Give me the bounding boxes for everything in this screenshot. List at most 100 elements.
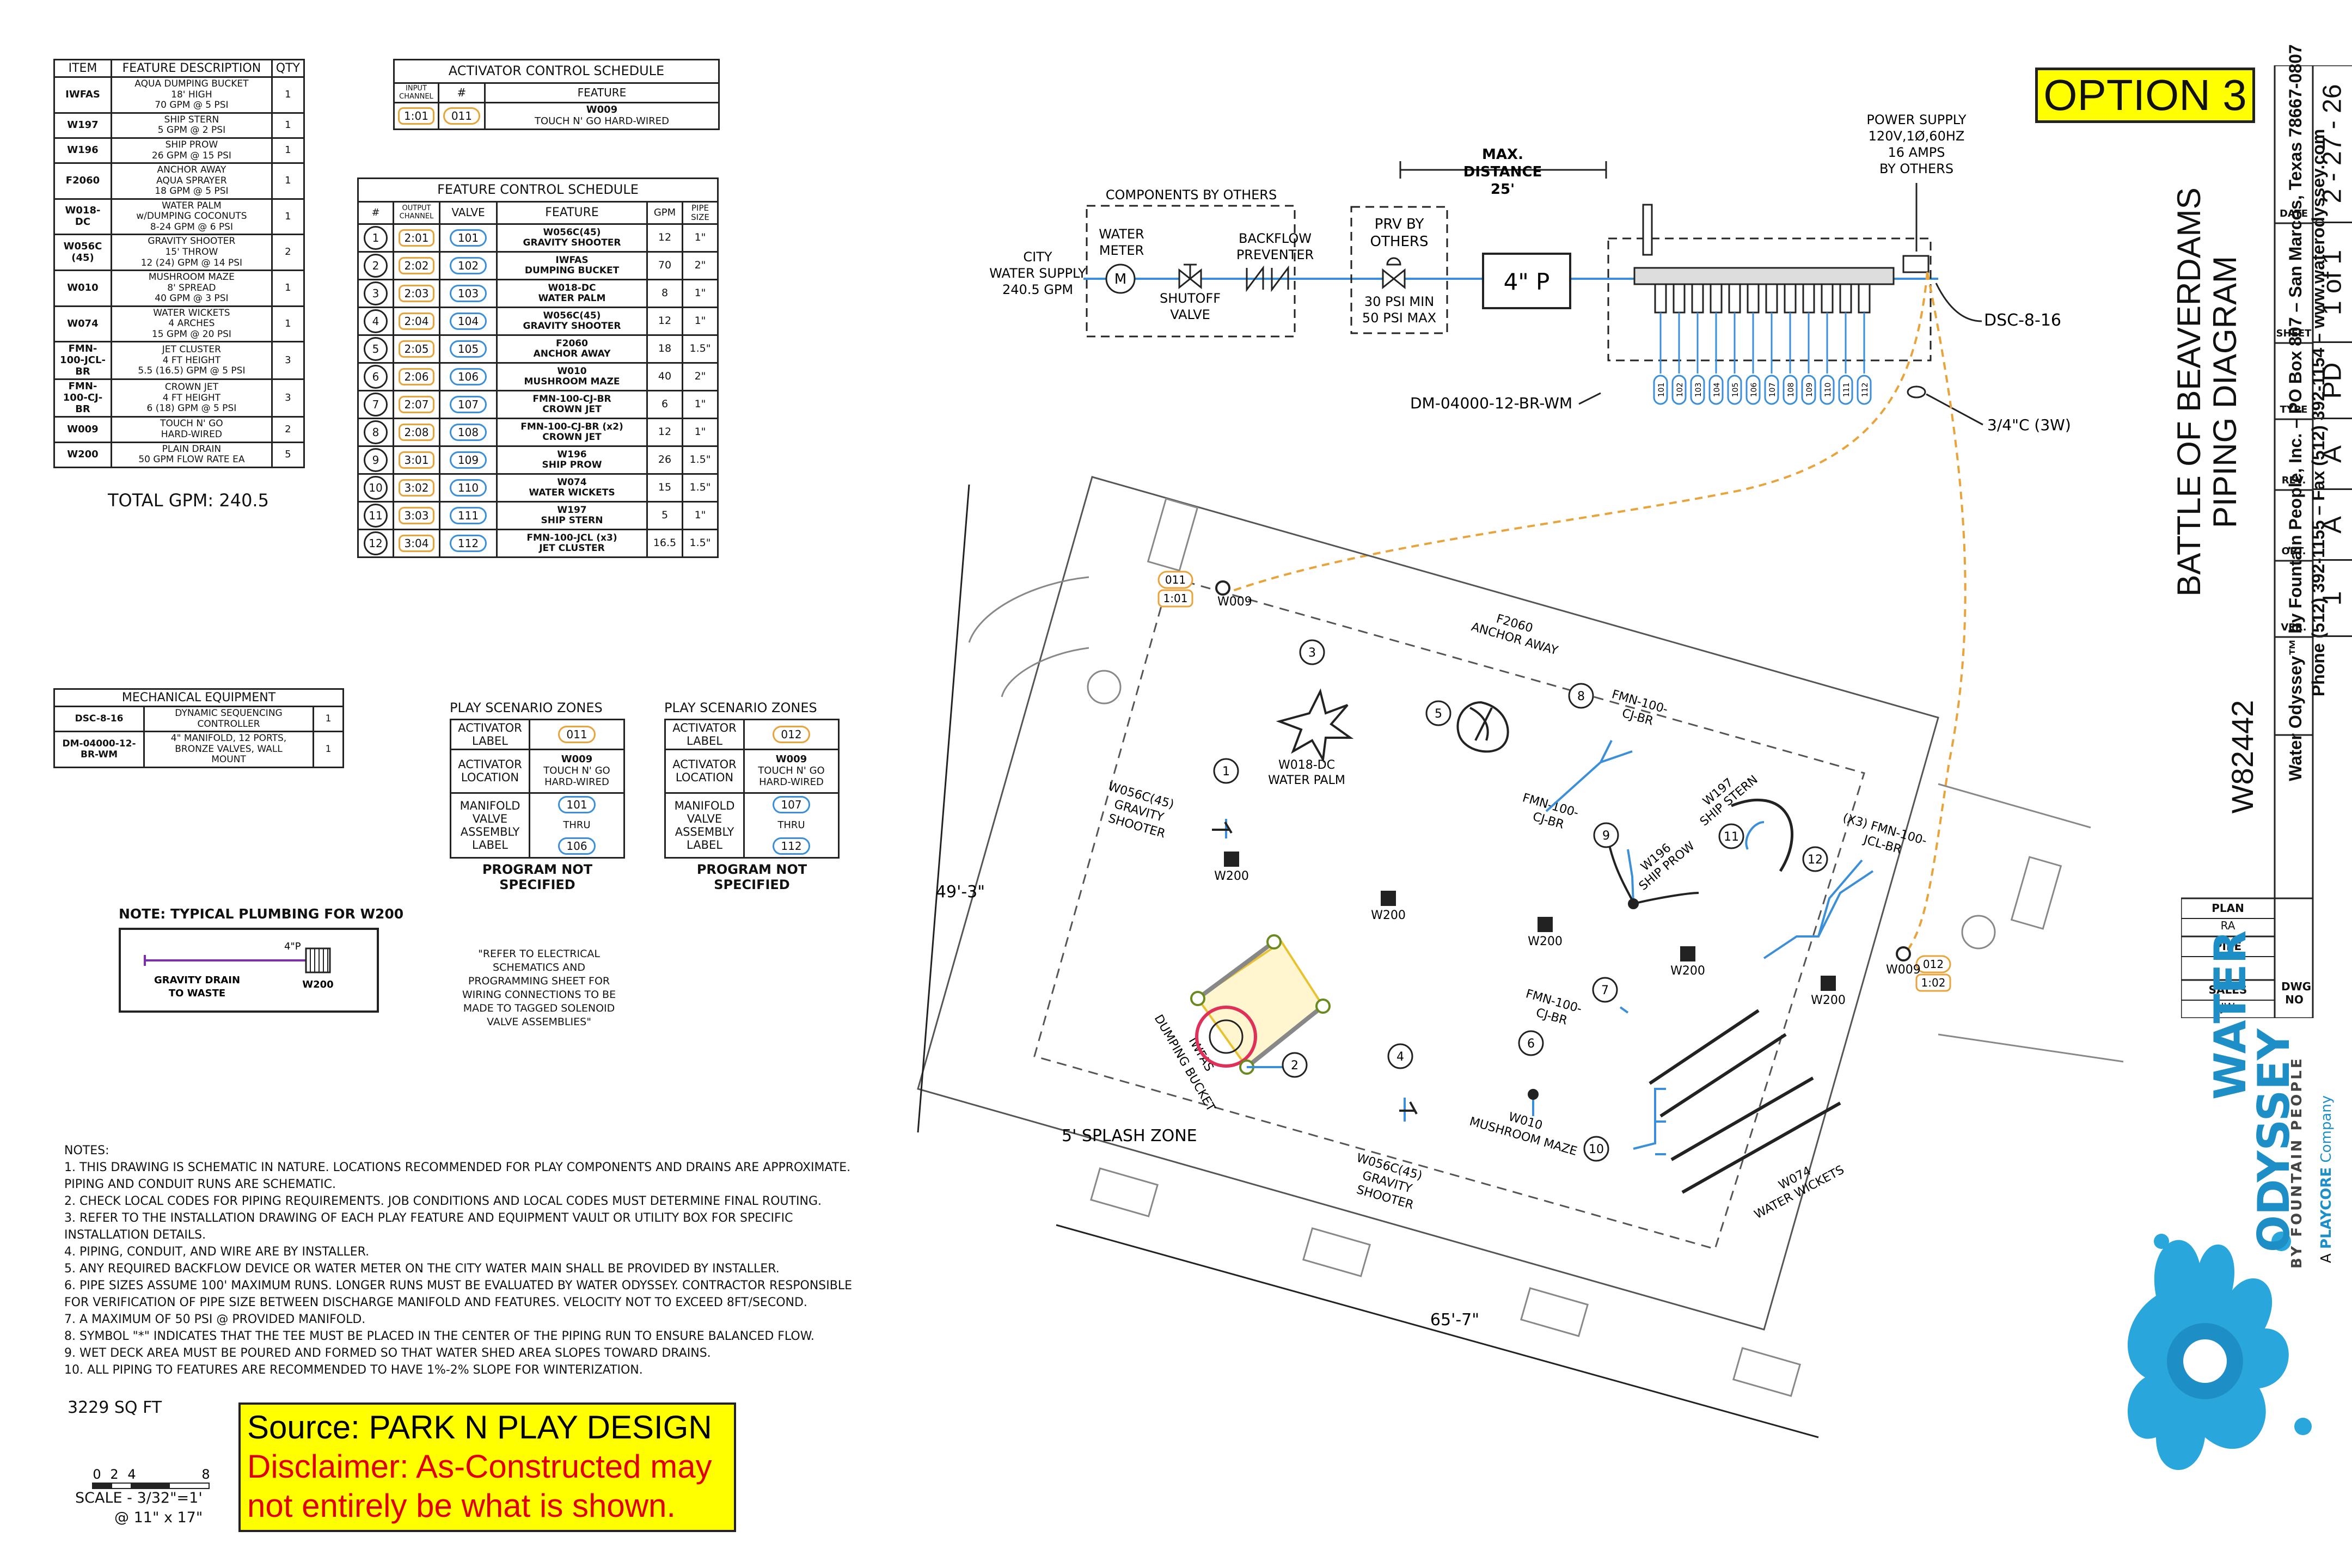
zone-act-loc-val: HARD-WIRED bbox=[759, 776, 824, 788]
schedule-valve: 101 bbox=[449, 229, 487, 247]
mech-desc-line: DYNAMIC SEQUENCING bbox=[175, 708, 283, 719]
schedule-pipe: 1" bbox=[682, 279, 719, 309]
feature-item: W009 bbox=[53, 416, 112, 443]
schedule-num: 7 bbox=[364, 393, 388, 417]
zone-act-loc-val: W009 bbox=[775, 754, 807, 765]
schedule-num: 5 bbox=[364, 337, 388, 362]
feature-desc-line: HARD-WIRED bbox=[161, 429, 223, 440]
schedule-pipe: 2" bbox=[682, 362, 719, 392]
schedule-num: 2 bbox=[364, 254, 388, 278]
activator-1-channel: 1:01 bbox=[1163, 592, 1188, 605]
feature-item: W018-DC bbox=[53, 198, 112, 236]
activator-2-channel: 1:02 bbox=[1921, 976, 1946, 989]
title-cell-value: A bbox=[2318, 445, 2347, 463]
mech-desc-line: MOUNT bbox=[211, 754, 246, 765]
zone-act-tag: 011 bbox=[558, 726, 596, 744]
feature-desc-line: 5.5 (16.5) GPM @ 5 PSI bbox=[138, 365, 246, 377]
prv-psi: 30 PSI MIN bbox=[1364, 294, 1434, 309]
schedule-pipe: 1.5" bbox=[682, 529, 719, 559]
activator-channel: 1:01 bbox=[398, 107, 434, 125]
title-cell-label: SHEET bbox=[2276, 328, 2312, 339]
feature-desc-line: 8-24 GPM @ 6 PSI bbox=[150, 221, 233, 232]
city-label: 240.5 GPM bbox=[1002, 282, 1073, 297]
max-distance-label: MAX. bbox=[1482, 146, 1523, 163]
feature-desc-line: 15' THROW bbox=[165, 246, 218, 258]
drain-label: W200 bbox=[1528, 935, 1563, 948]
fs-col-gpm: GPM bbox=[646, 200, 683, 225]
manifold-valve bbox=[1728, 283, 1741, 314]
plumbing-drain-label: GRAVITY DRAIN bbox=[154, 975, 240, 986]
logo-splash bbox=[2127, 1232, 2312, 1470]
mech-desc: 4" MANIFOLD, 12 PORTS,BRONZE VALVES, WAL… bbox=[143, 731, 314, 769]
valve-tag bbox=[1653, 375, 1668, 405]
schedule-feature-desc: DUMPING BUCKET bbox=[524, 265, 620, 277]
feature-desc-line: WATER PALM bbox=[162, 200, 222, 211]
zone-act-loc: ACTIVATOR LOCATION bbox=[664, 749, 745, 794]
valve-tag-text: 112 bbox=[1861, 383, 1870, 397]
feature-desc-line: 12 (24) GPM @ 14 PSI bbox=[140, 257, 243, 268]
playcore-suffix: Company bbox=[2318, 1095, 2335, 1163]
schedule-pipe: 1.5" bbox=[682, 334, 719, 364]
callout-circle bbox=[1718, 823, 1744, 849]
feature-qty: 5 bbox=[271, 441, 305, 468]
feature-item: IWFAS bbox=[53, 76, 112, 114]
manifold-valve bbox=[1691, 283, 1704, 314]
feature-desc-line: AQUA DUMPING BUCKET bbox=[134, 78, 249, 90]
schedule-gpm: 40 bbox=[646, 362, 683, 392]
dwg-number: W82442 bbox=[2225, 700, 2259, 814]
schedule-feature-desc: SHIP STERN bbox=[541, 515, 603, 526]
feature-desc-line: CROWN JET bbox=[164, 382, 218, 393]
schedule-pipe: 1.5" bbox=[682, 445, 719, 475]
feature-qty: 1 bbox=[271, 270, 305, 307]
feature-qty: 1 bbox=[271, 305, 305, 343]
prv-psi: 50 PSI MAX bbox=[1362, 310, 1436, 326]
valve-tag-text: 111 bbox=[1842, 383, 1851, 397]
feature-desc-line: 8' SPREAD bbox=[167, 282, 216, 293]
mech-qty: 1 bbox=[313, 731, 344, 769]
schedule-channel: 3:01 bbox=[398, 451, 435, 469]
valve-tag-text: 105 bbox=[1731, 383, 1740, 397]
schedule-channel: 2:08 bbox=[398, 424, 435, 442]
zone-act-label: ACTIVATOR LABEL bbox=[450, 718, 530, 751]
schedule-feature: W056C(45) bbox=[543, 226, 601, 238]
dsc-label: DSC-8-16 bbox=[1984, 311, 2061, 330]
people-label: PIPE bbox=[2214, 940, 2242, 953]
valve-tag bbox=[1801, 375, 1816, 405]
water-palm-label: WATER PALM bbox=[1268, 774, 1345, 787]
callout-number: 3 bbox=[1308, 646, 1316, 660]
schedule-feature: W010 bbox=[557, 365, 587, 377]
schedule-num: 9 bbox=[364, 448, 388, 473]
people-label: SALES bbox=[2208, 983, 2247, 996]
dwg-no-label: DWG NO bbox=[2281, 980, 2312, 1006]
title-cell-label: TYPE bbox=[2280, 404, 2308, 415]
controller-icon bbox=[1902, 255, 1930, 273]
water-odyssey-logo: WATER ODYSSEY BY FOUNTAIN PEOPLE A PLAYC… bbox=[2123, 930, 2352, 1557]
manifold-valve bbox=[1654, 283, 1667, 314]
note-line: 8. SYMBOL "*" INDICATES THAT THE TEE MUS… bbox=[64, 1330, 814, 1343]
manifold-label: DM-04000-12-BR-WM bbox=[1410, 394, 1572, 412]
callout-circle bbox=[1518, 1030, 1544, 1056]
valve-tag bbox=[1764, 375, 1779, 405]
valve-tag bbox=[1820, 375, 1835, 405]
drain-label: W200 bbox=[1371, 909, 1406, 922]
schedule-feature: W197 bbox=[557, 504, 587, 516]
note-line: PIPING AND CONDUIT RUNS ARE SCHEMATIC. bbox=[64, 1178, 336, 1191]
meter-label: WATER bbox=[1099, 226, 1144, 242]
source-line: Source: PARK N PLAY DESIGN bbox=[247, 1409, 712, 1445]
callout-number: 12 bbox=[1808, 853, 1823, 867]
note-line: INSTALLATION DETAILS. bbox=[64, 1228, 206, 1242]
total-gpm: TOTAL GPM: 240.5 bbox=[108, 489, 269, 511]
schedule-channel: 2:01 bbox=[398, 229, 435, 247]
piping-lines bbox=[1225, 740, 1874, 1155]
power-line: 16 AMPS bbox=[1888, 145, 1945, 160]
